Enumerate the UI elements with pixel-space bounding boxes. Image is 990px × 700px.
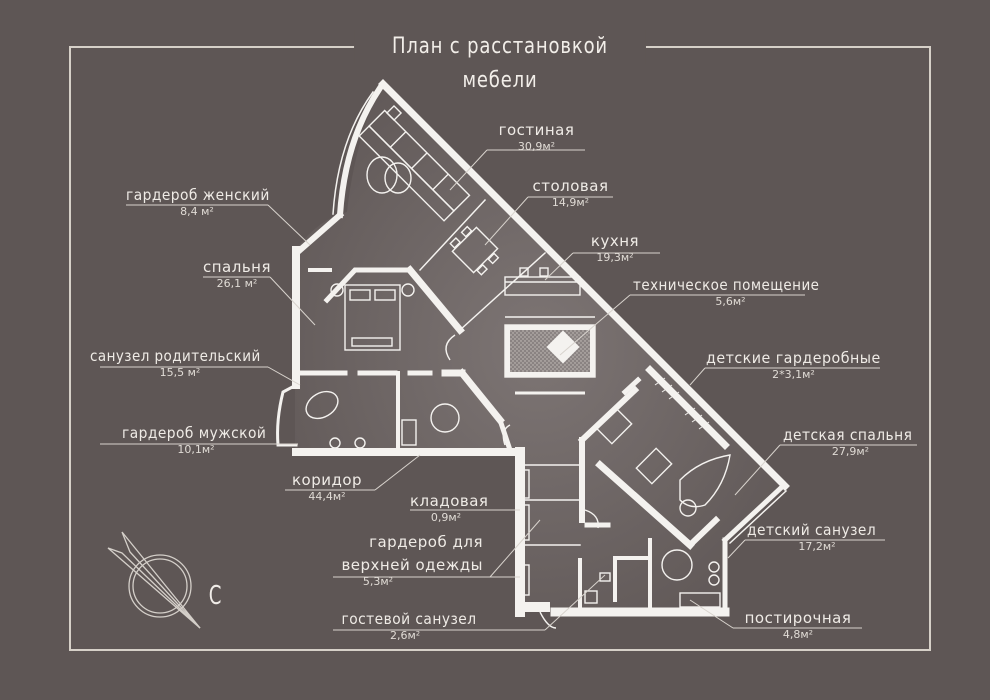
room-name: спальня [203, 258, 272, 276]
room-label-guest-bathroom: гостевой санузел 2,6м² [340, 610, 490, 642]
room-name: кухня [590, 232, 640, 250]
room-area: 15,5 м² [159, 366, 201, 379]
room-name: техническое помещение [633, 276, 820, 294]
room-area: 26,1 м² [216, 277, 258, 290]
north-label: С [208, 581, 222, 611]
room-area: 27,9м² [831, 445, 870, 458]
room-name: санузел родительский [90, 347, 261, 365]
room-label-living: гостиная 30,9м² [488, 121, 585, 153]
room-label-technical: техническое помещение 5,6м² [633, 276, 828, 308]
room-label-mens-wardrobe: гардероб мужской 10,1м² [122, 424, 270, 456]
room-area: 30,9м² [517, 140, 556, 153]
room-name: постирочная [744, 609, 852, 627]
walls [276, 79, 790, 617]
room-area: 8,4 м² [180, 205, 214, 218]
room-name: гардероб женский [126, 186, 270, 204]
room-name-line1: гардероб для [369, 533, 483, 551]
room-area: 2,6м² [390, 629, 421, 642]
room-name: коридор [291, 471, 363, 489]
room-label-parents-bathroom: санузел родительский 15,5 м² [90, 347, 270, 379]
room-name: гостевой санузел [341, 610, 477, 628]
room-label-corridor: коридор 44,4м² [287, 471, 367, 503]
room-area: 2*3,1м² [772, 368, 815, 381]
room-label-kitchen: кухня 19,3м² [575, 232, 655, 264]
room-label-womens-wardrobe: гардероб женский 8,4 м² [126, 186, 270, 218]
room-area: 5,6м² [715, 295, 746, 308]
room-area: 44,4м² [308, 490, 346, 503]
room-area: 17,2м² [798, 540, 836, 553]
room-name: гардероб мужской [122, 424, 267, 442]
room-name-line2: верхней одежды [341, 556, 483, 574]
room-label-kids-bedroom: детская спальня 27,9м² [783, 426, 918, 458]
room-area: 0,9м² [430, 511, 462, 524]
room-label-kids-bathroom: детский санузел 17,2м² [747, 521, 887, 553]
room-label-dining: столовая 14,9м² [528, 177, 613, 209]
room-label-bedroom: спальня 26,1 м² [203, 258, 271, 290]
room-name: детские гардеробные [706, 349, 881, 367]
room-label-outerwear-wardrobe: гардероб для верхней одежды 5,3м² [333, 533, 483, 588]
room-label-kids-wardrobes: детские гардеробные 2*3,1м² [706, 349, 881, 381]
room-area: 19,3м² [596, 251, 634, 264]
room-name: кладовая [410, 492, 489, 510]
north-arrow-icon [107, 531, 201, 629]
room-name: детский санузел [747, 521, 877, 539]
room-label-laundry: постирочная 4,8м² [733, 609, 863, 641]
room-name: гостиная [498, 121, 575, 139]
page-title: План с расстановкой мебели [354, 30, 646, 93]
room-name: столовая [532, 177, 609, 195]
room-area: 4,8м² [782, 628, 814, 641]
room-label-pantry: кладовая 0,9м² [410, 492, 489, 524]
room-name: детская спальня [783, 426, 913, 444]
room-area: 5,3м² [362, 575, 394, 588]
room-area: 14,9м² [551, 196, 590, 209]
room-area: 10,1м² [177, 443, 215, 456]
leader-lines [100, 149, 917, 631]
furniture [305, 104, 731, 629]
